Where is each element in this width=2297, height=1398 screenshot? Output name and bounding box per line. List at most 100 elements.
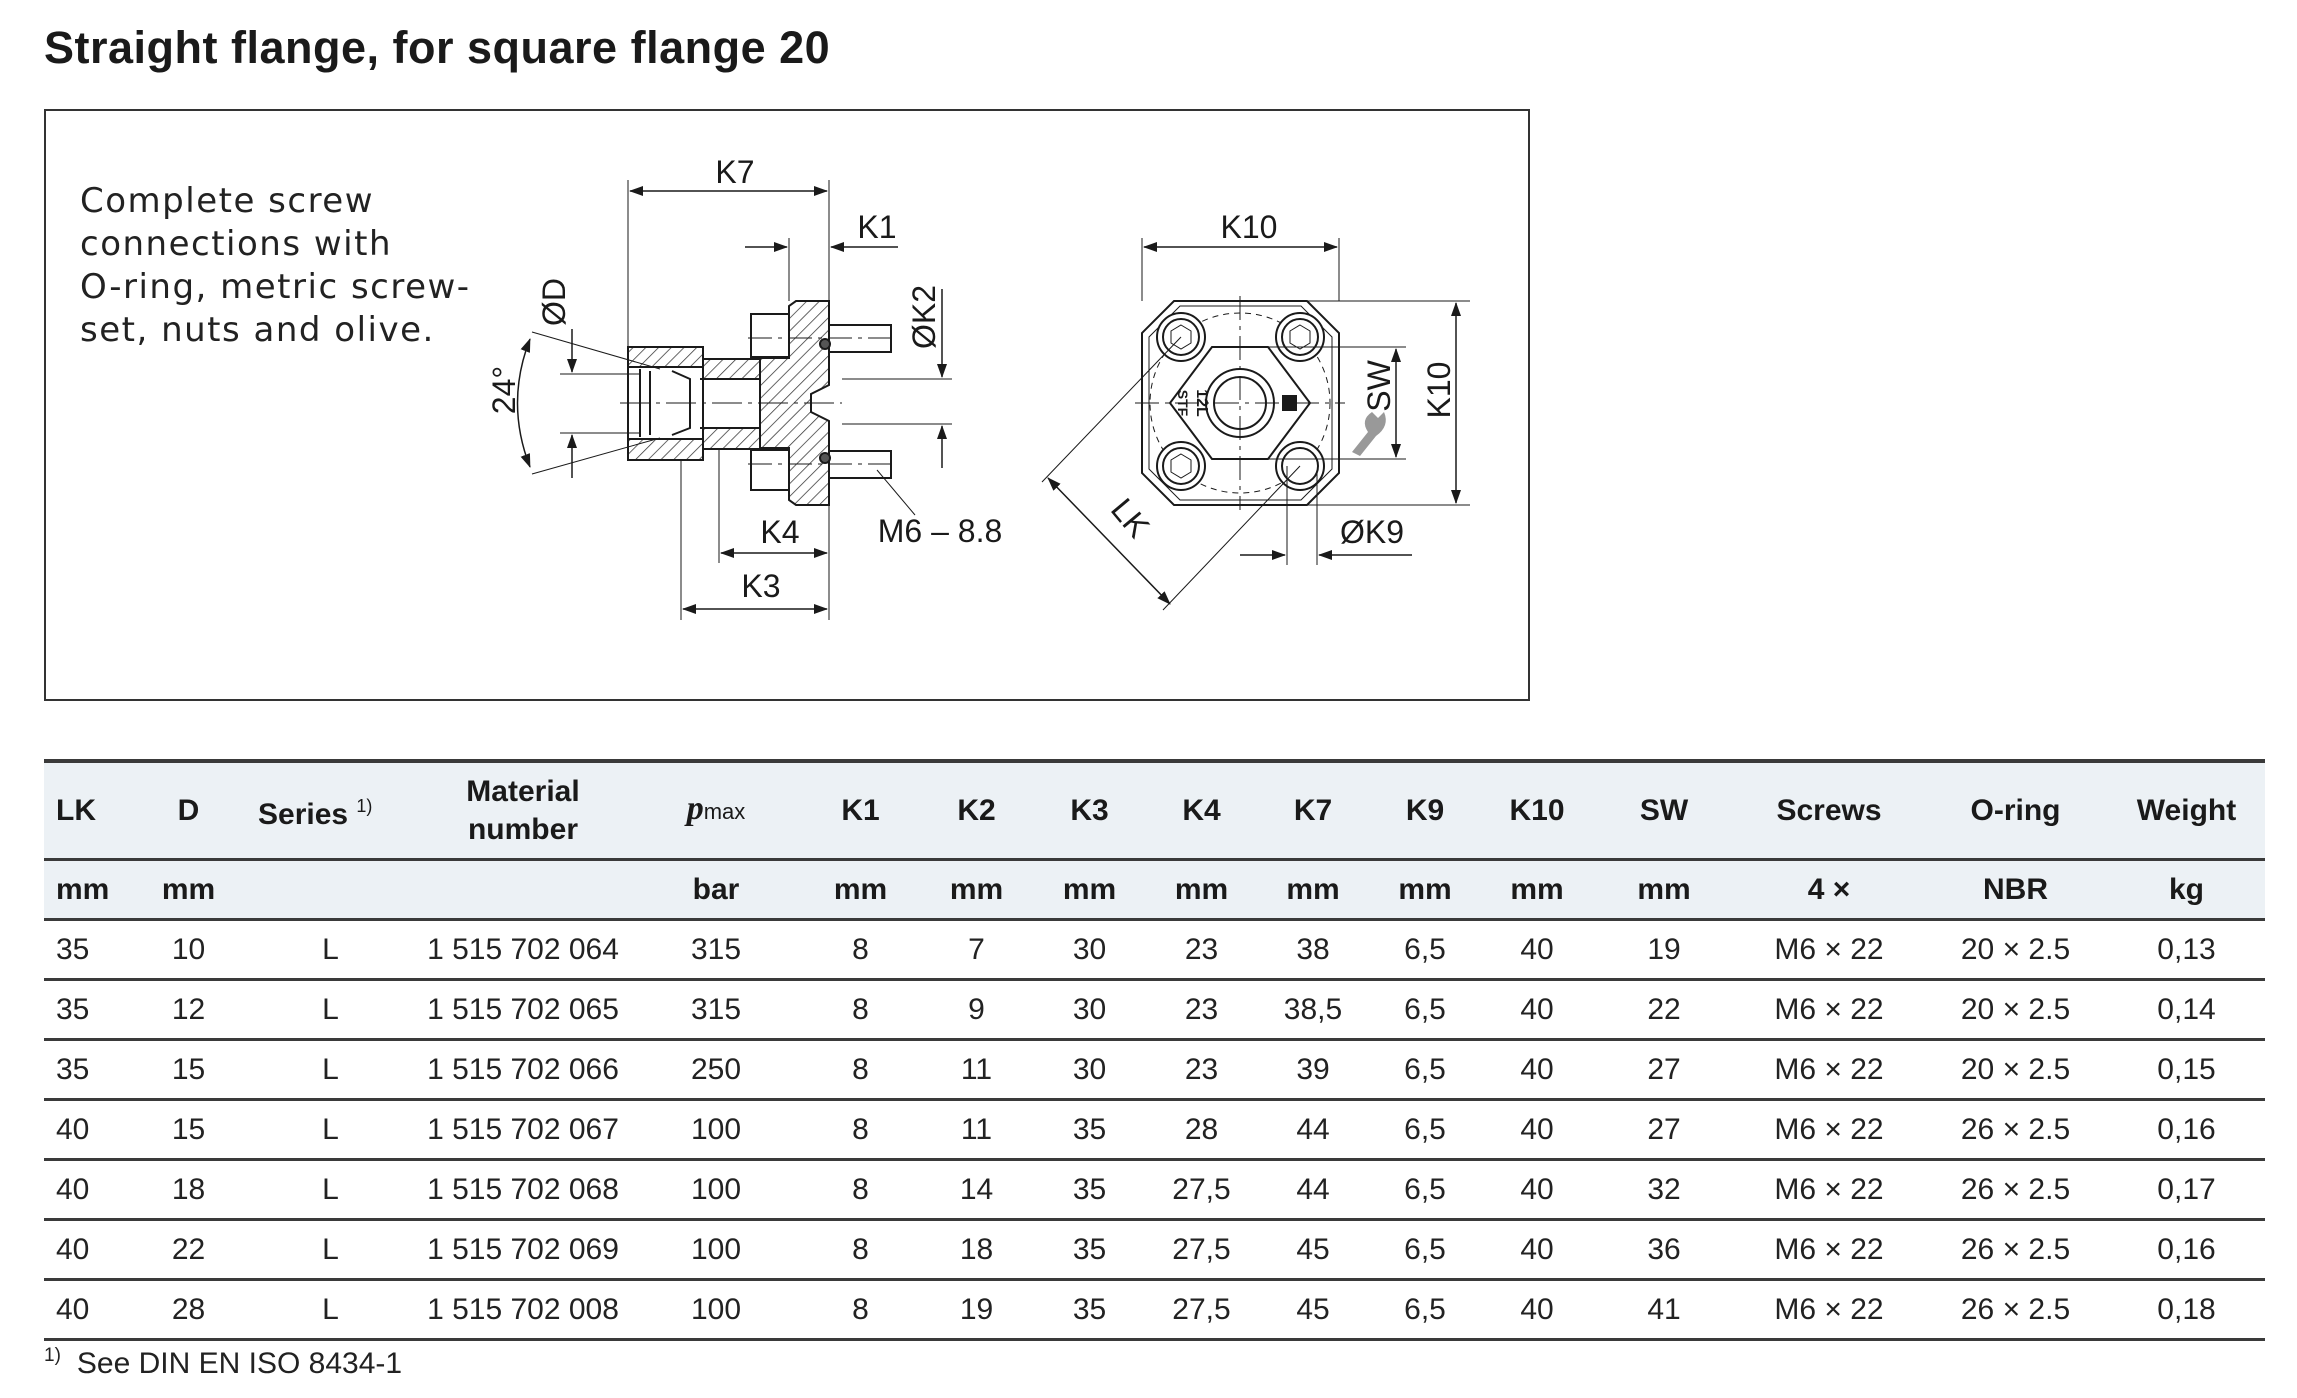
col-k2: K2 [920, 759, 1033, 861]
col-sw: SW [1593, 759, 1735, 861]
unit-cell: mm [44, 859, 131, 921]
table-cell: 6,5 [1369, 919, 1481, 981]
table-cell: 250 [631, 1039, 801, 1101]
bolt-hole [1275, 312, 1325, 362]
footnote-mark: 1) [44, 1345, 61, 1366]
wrench-icon [1352, 412, 1386, 456]
table-cell: M6 × 22 [1735, 919, 1923, 981]
col-k3: K3 [1033, 759, 1146, 861]
table-cell: 40 [44, 1099, 131, 1161]
col-k1: K1 [801, 759, 920, 861]
col-k7: K7 [1257, 759, 1369, 861]
drawing-frame [44, 109, 1530, 701]
table-cell: 40 [1481, 1279, 1593, 1341]
table-cell: 41 [1593, 1279, 1735, 1341]
table-cell: L [246, 919, 415, 981]
table-cell: 36 [1593, 1219, 1735, 1281]
label-screw: M6 – 8.8 [878, 513, 1003, 549]
table-cell: 44 [1257, 1099, 1369, 1161]
table-cell: 40 [1481, 979, 1593, 1041]
table-cell: 23 [1146, 979, 1257, 1041]
unit-cell: mm [1593, 859, 1735, 921]
table-cell: 38,5 [1257, 979, 1369, 1041]
technical-drawing: K7 K1 ØD ØK2 24° K4 K3 M6 – 8.8 K10 K10 … [486, 154, 1470, 620]
table-cell: 8 [801, 1099, 920, 1161]
table-cell: 30 [1033, 919, 1146, 981]
table-cell: 35 [1033, 1279, 1146, 1341]
unit-cell: mm [1146, 859, 1257, 921]
col-k9: K9 [1369, 759, 1481, 861]
table-cell: 1 515 702 069 [415, 1219, 631, 1281]
description-line: set, nuts and olive. [80, 310, 435, 350]
table-cell: L [246, 1159, 415, 1221]
table-cell: M6 × 22 [1735, 1279, 1923, 1341]
table-cell: 6,5 [1369, 1219, 1481, 1281]
table-cell: 6,5 [1369, 1279, 1481, 1341]
table-cell: 26 × 2.5 [1923, 1099, 2108, 1161]
unit-cell: NBR [1923, 859, 2108, 921]
pmax-subscript: max [703, 799, 746, 824]
table-cell: L [246, 1039, 415, 1101]
table-cell: 45 [1257, 1219, 1369, 1281]
col-k4: K4 [1146, 759, 1257, 861]
table-cell: 0,15 [2108, 1039, 2265, 1101]
table-cell: 11 [920, 1099, 1033, 1161]
table-cell: 0,14 [2108, 979, 2265, 1041]
table-cell: 0,18 [2108, 1279, 2265, 1341]
label-k3: K3 [741, 568, 780, 604]
table-cell: 27 [1593, 1039, 1735, 1101]
unit-cell [246, 859, 415, 921]
table-cell: 20 × 2.5 [1923, 1039, 2108, 1101]
table-cell: M6 × 22 [1735, 1039, 1923, 1101]
unit-cell: bar [631, 859, 801, 921]
table-cell: 100 [631, 1159, 801, 1221]
table-cell: 22 [1593, 979, 1735, 1041]
label-sw: SW [1361, 359, 1397, 411]
table-cell: 27,5 [1146, 1219, 1257, 1281]
table-cell: 35 [1033, 1219, 1146, 1281]
table-cell: 28 [131, 1279, 246, 1341]
label-k4: K4 [760, 514, 799, 550]
col-lk: LK [44, 759, 131, 861]
table-cell: 27,5 [1146, 1159, 1257, 1221]
label-angle: 24° [486, 366, 522, 414]
table-cell: 30 [1033, 979, 1146, 1041]
footnote-text: See DIN EN ISO 8434-1 [76, 1347, 403, 1380]
table-cell: M6 × 22 [1735, 1099, 1923, 1161]
table-cell: M6 × 22 [1735, 1159, 1923, 1221]
col-d: D [131, 759, 246, 861]
unit-cell: mm [1257, 859, 1369, 921]
series-label: Series [258, 798, 349, 831]
table-cell: 40 [1481, 1219, 1593, 1281]
table-cell: 35 [1033, 1099, 1146, 1161]
footnote: 1) See DIN EN ISO 8434-1 [44, 1345, 402, 1381]
table-cell: 35 [44, 1039, 131, 1101]
table-cell: 40 [44, 1159, 131, 1221]
col-pmax: pmax [631, 759, 801, 861]
table-cell: 8 [801, 919, 920, 981]
table-cell: 38 [1257, 919, 1369, 981]
label-k10-side: K10 [1421, 362, 1457, 419]
table-cell: 8 [801, 1039, 920, 1101]
table-cell: 8 [801, 1279, 920, 1341]
table-cell: 32 [1593, 1159, 1735, 1221]
table-cell: 45 [1257, 1279, 1369, 1341]
table-cell: 1 515 702 065 [415, 979, 631, 1041]
table-cell: 19 [920, 1279, 1033, 1341]
table-cell: 6,5 [1369, 1159, 1481, 1221]
table-cell: 0,16 [2108, 1219, 2265, 1281]
table-cell: 0,16 [2108, 1099, 2265, 1161]
table-cell: 0,17 [2108, 1159, 2265, 1221]
pmax-symbol: p [686, 790, 704, 827]
table-cell: 40 [44, 1219, 131, 1281]
table-cell: 100 [631, 1219, 801, 1281]
page-title: Straight flange, for square flange 20 [44, 22, 831, 73]
material-label-1: Material [466, 774, 580, 808]
table-cell: 20 × 2.5 [1923, 979, 2108, 1041]
table-cell: 19 [1593, 919, 1735, 981]
table-cell: 1 515 702 066 [415, 1039, 631, 1101]
